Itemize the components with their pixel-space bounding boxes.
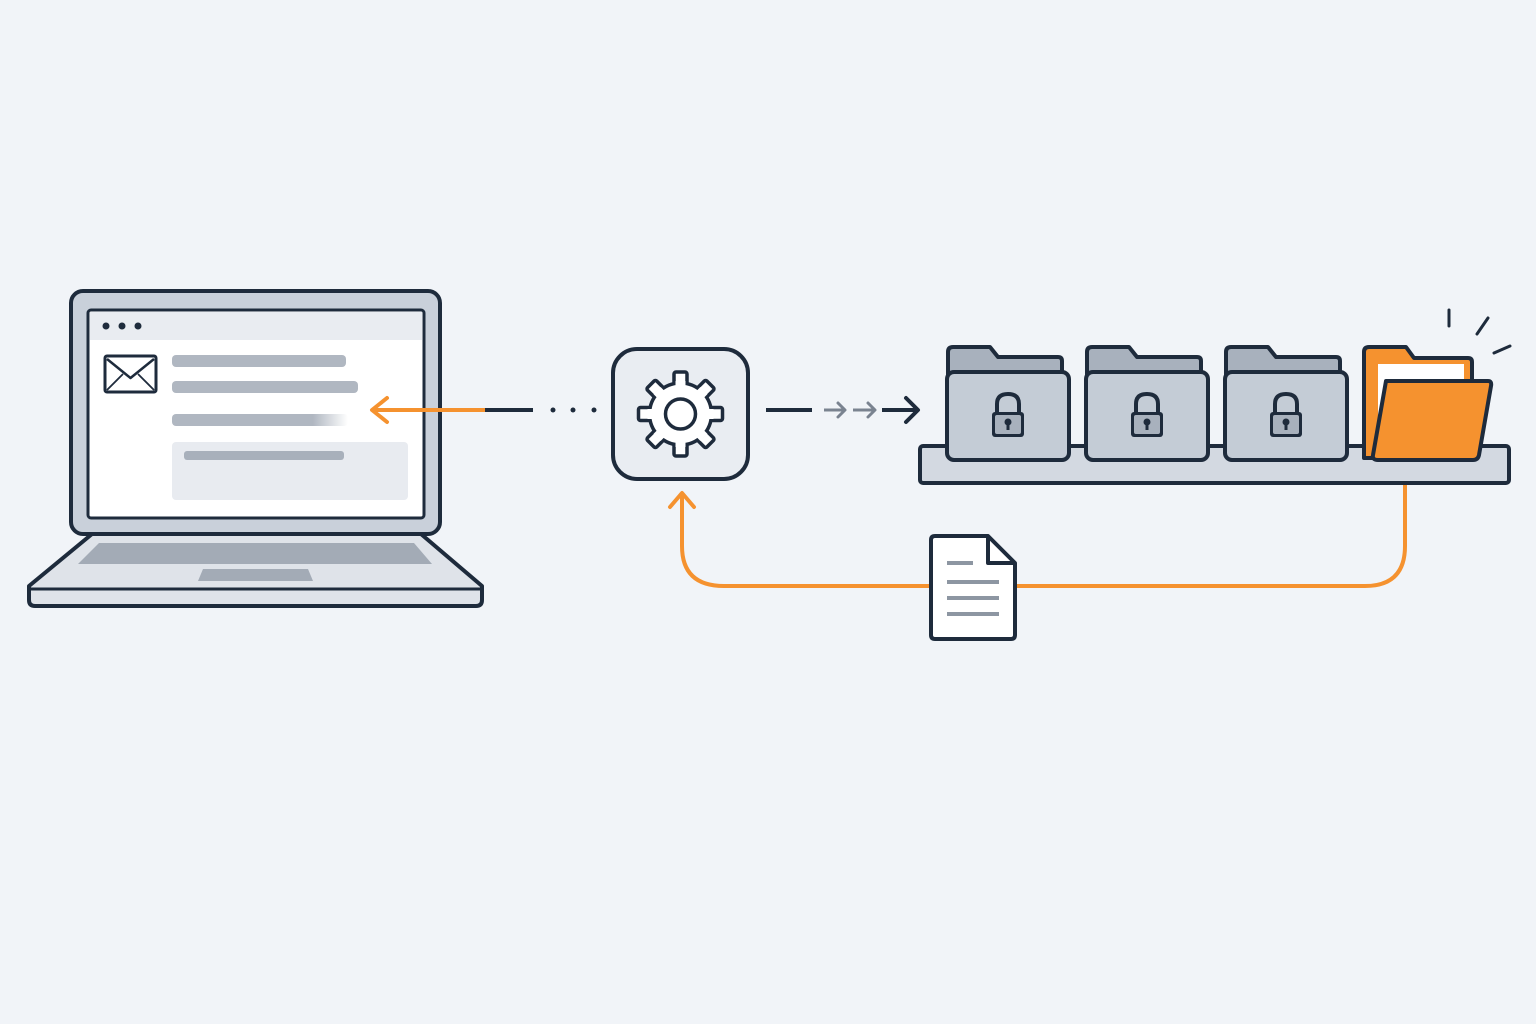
document-icon bbox=[929, 534, 1017, 641]
processor-node bbox=[611, 347, 750, 481]
text-placeholder-bar bbox=[172, 355, 346, 367]
text-placeholder-bar bbox=[172, 414, 348, 426]
window-dot bbox=[102, 322, 110, 330]
padlock-icon bbox=[1131, 391, 1163, 437]
locked-folder-icon bbox=[1084, 345, 1210, 462]
window-dot bbox=[134, 322, 142, 330]
highlight-spark-icon bbox=[1447, 308, 1512, 355]
laptop-trackpad bbox=[198, 569, 313, 581]
arrow-to-laptop bbox=[370, 396, 597, 424]
return-arrow bbox=[668, 485, 1407, 588]
open-folder-icon bbox=[1362, 308, 1512, 462]
text-placeholder-bar bbox=[184, 451, 344, 460]
window-titlebar bbox=[90, 312, 422, 340]
arrow-to-storage bbox=[766, 396, 920, 424]
gear-icon bbox=[636, 370, 725, 458]
storage-node bbox=[918, 308, 1512, 485]
envelope-icon bbox=[103, 354, 158, 394]
content-panel bbox=[172, 442, 408, 500]
padlock-icon bbox=[1270, 391, 1302, 437]
locked-folder-icon bbox=[945, 345, 1071, 462]
window-dot bbox=[118, 322, 126, 330]
padlock-icon bbox=[992, 391, 1024, 437]
laptop-icon bbox=[27, 289, 484, 608]
laptop-keyboard bbox=[78, 543, 432, 564]
locked-folder-icon bbox=[1223, 345, 1349, 462]
text-placeholder-bar bbox=[172, 381, 358, 393]
